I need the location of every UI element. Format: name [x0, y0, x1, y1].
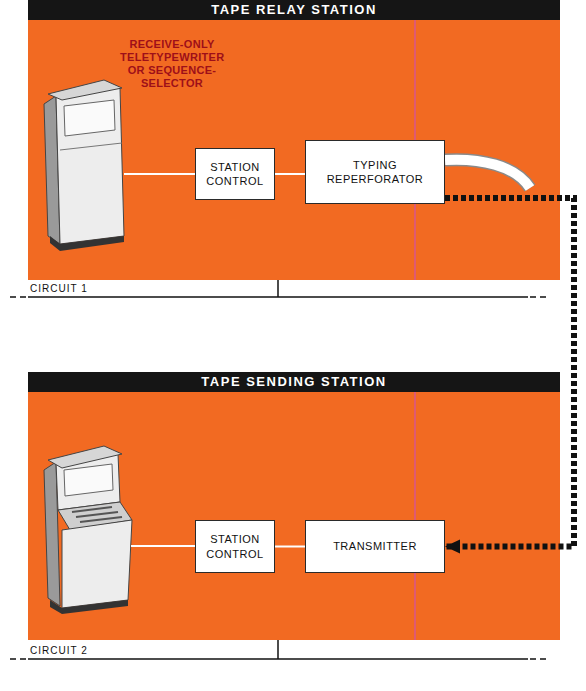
station-panel: TAPE RELAY STATION STATION CONTROL TYPING …: [28, 0, 560, 280]
device-caption: RECEIVE-ONLY TELETYPEWRITER OR SEQUENCE-…: [120, 38, 224, 90]
machine-wire: [124, 173, 196, 175]
box-label: TRANSMITTER: [333, 539, 417, 553]
circuit-line: [28, 296, 528, 298]
cabinet-base: [50, 600, 128, 614]
circuit-line-dashed: [10, 296, 26, 298]
key-row: [72, 507, 112, 512]
circuit-tap: [277, 640, 279, 659]
signal-wire: [275, 546, 305, 548]
teletypewriter-illustration: [44, 446, 132, 614]
station-title: TAPE RELAY STATION: [28, 0, 560, 20]
panel-seam: [60, 143, 122, 150]
circuit-line-dashed: [10, 658, 26, 660]
key-row: [76, 512, 118, 517]
register-line: [414, 372, 415, 640]
keyboard-keys: [72, 507, 122, 522]
box-label: STATION CONTROL: [202, 532, 268, 561]
tape-edge: [445, 160, 530, 188]
key-row: [80, 517, 122, 522]
station-panel: TAPE SENDING STATION STATION CONTROL TRANS…: [28, 372, 560, 640]
signal-wire: [275, 173, 305, 175]
circuit-line-dashed: [530, 296, 550, 298]
circuit-tap: [277, 280, 279, 297]
box-label: TYPING REPERFORATOR: [312, 158, 438, 187]
equipment-box: STATION CONTROL: [195, 520, 275, 573]
box-label: STATION CONTROL: [202, 160, 268, 189]
station-title: TAPE SENDING STATION: [28, 372, 560, 392]
machine-wire: [131, 545, 196, 547]
teletypewriter-illustration: [44, 80, 124, 251]
circuit-line: [28, 658, 528, 660]
equipment-box: TRANSMITTER: [305, 520, 445, 573]
circuit-name: CIRCUIT 1: [30, 283, 88, 294]
panel-fill: [28, 372, 560, 640]
cabinet-front: [56, 88, 124, 244]
equipment-box: STATION CONTROL: [195, 148, 275, 200]
circuit-name: CIRCUIT 2: [30, 645, 88, 656]
paper-window: [64, 100, 115, 136]
paper-tape: [445, 160, 530, 188]
cabinet-base: [50, 236, 124, 251]
cabinet-lid: [48, 80, 122, 100]
circuit-line-dashed: [530, 658, 550, 660]
panel-fill: [28, 0, 560, 280]
cabinet-front: [62, 520, 132, 608]
equipment-box: TYPING REPERFORATOR: [305, 140, 445, 204]
paper-window: [64, 464, 113, 496]
